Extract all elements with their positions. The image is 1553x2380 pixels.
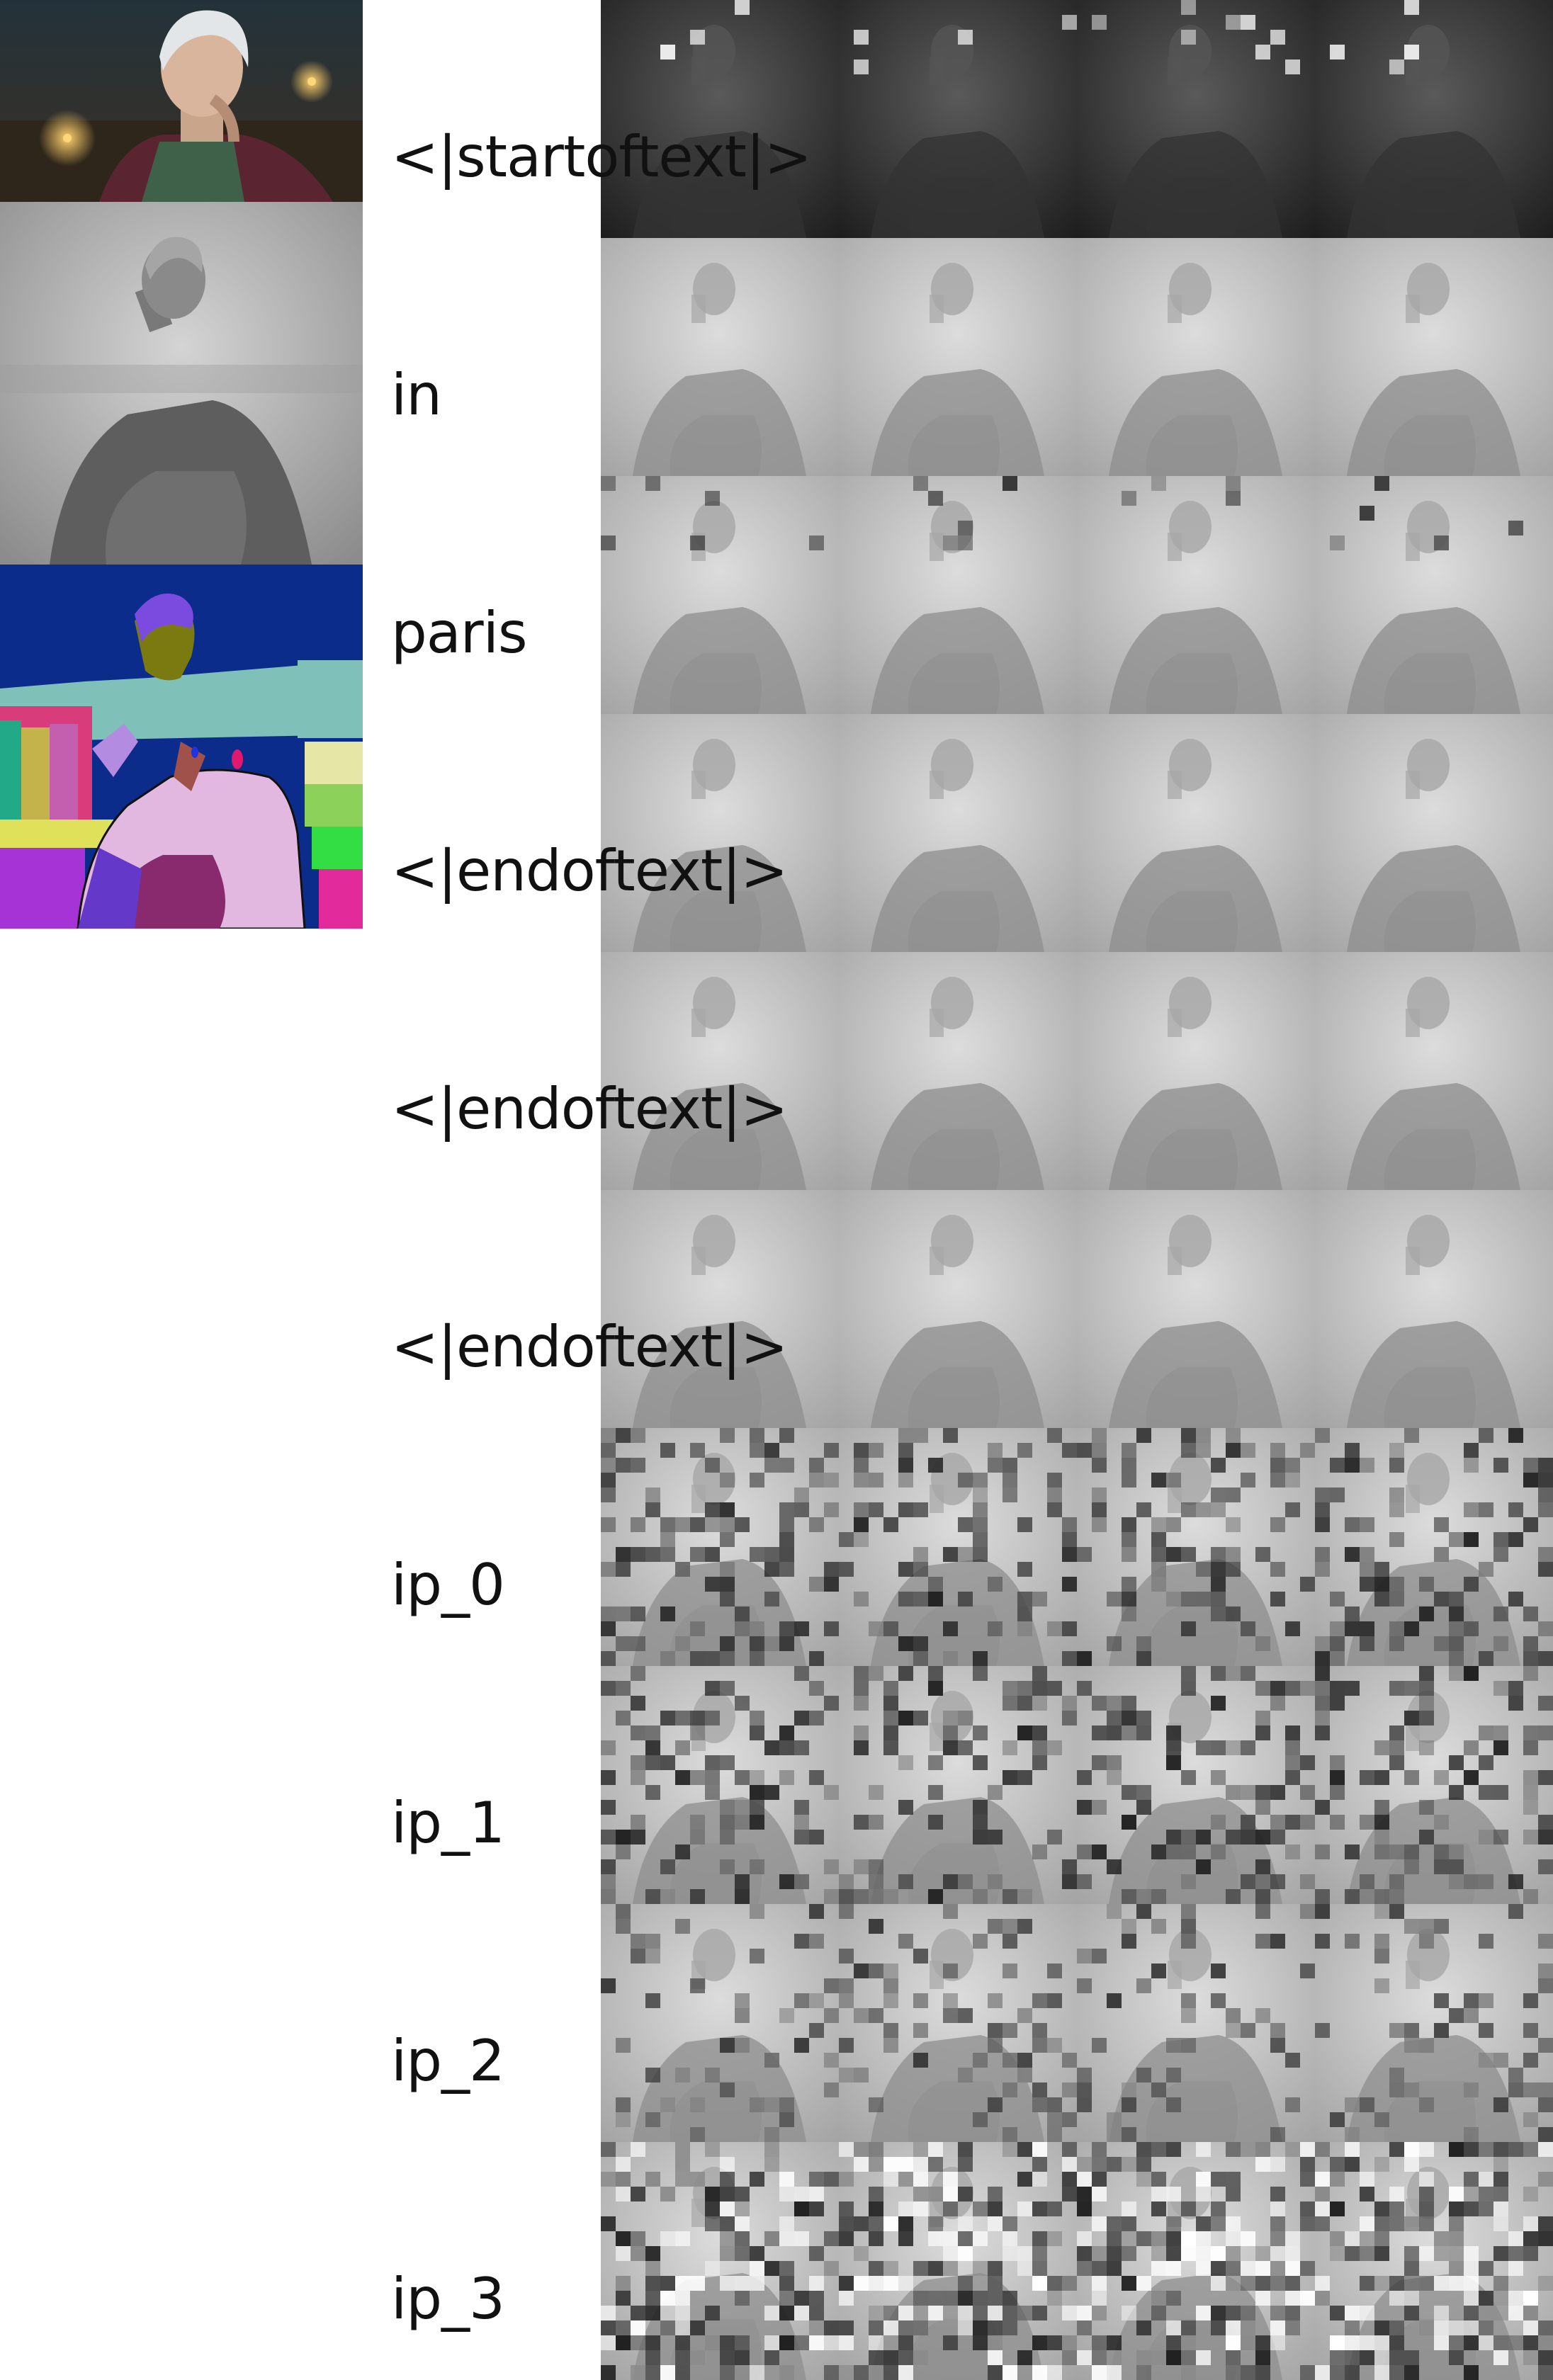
attention-row bbox=[601, 952, 1553, 1190]
attention-row bbox=[601, 238, 1553, 476]
attention-map bbox=[1315, 2142, 1553, 2380]
attention-map bbox=[839, 0, 1077, 238]
attention-map bbox=[1077, 1904, 1315, 2142]
attention-map bbox=[1315, 1904, 1553, 2142]
attention-map bbox=[1315, 1190, 1553, 1428]
attention-row bbox=[601, 1666, 1553, 1904]
attention-row bbox=[601, 476, 1553, 714]
attention-map bbox=[1315, 0, 1553, 238]
attention-map bbox=[1315, 952, 1553, 1190]
attention-map bbox=[1315, 476, 1553, 714]
attention-map bbox=[839, 1904, 1077, 2142]
token-label-endoftext-3: <|endoftext|> bbox=[391, 1314, 788, 1380]
grayscale-image bbox=[0, 202, 363, 565]
attention-row bbox=[601, 1904, 1553, 2142]
attention-row bbox=[601, 0, 1553, 238]
attention-row bbox=[601, 1428, 1553, 1666]
attention-map bbox=[1077, 1428, 1315, 1666]
attention-map bbox=[1077, 476, 1315, 714]
token-label-paris: paris bbox=[391, 600, 528, 666]
attention-map bbox=[1077, 714, 1315, 952]
token-label-ip-1: ip_1 bbox=[391, 1790, 505, 1856]
attention-map bbox=[839, 238, 1077, 476]
token-label-startoftext: <|startoftext|> bbox=[391, 124, 812, 190]
attention-map bbox=[1315, 1666, 1553, 1904]
token-label-in: in bbox=[391, 362, 442, 428]
attention-map bbox=[601, 238, 839, 476]
segmentation-map bbox=[0, 565, 363, 929]
token-label-endoftext-2: <|endoftext|> bbox=[391, 1076, 788, 1142]
token-label-ip-0: ip_0 bbox=[391, 1552, 505, 1618]
attention-map bbox=[1077, 0, 1315, 238]
attention-map bbox=[601, 1190, 839, 1428]
token-label-ip-3: ip_3 bbox=[391, 2266, 505, 2332]
attention-map bbox=[839, 1666, 1077, 1904]
attention-map bbox=[1315, 238, 1553, 476]
attention-map bbox=[601, 1428, 839, 1666]
attention-map bbox=[601, 0, 839, 238]
attention-row bbox=[601, 2142, 1553, 2380]
attention-map bbox=[839, 476, 1077, 714]
input-image bbox=[0, 0, 363, 202]
attention-map bbox=[839, 952, 1077, 1190]
attention-map bbox=[601, 714, 839, 952]
token-label-endoftext-1: <|endoftext|> bbox=[391, 838, 788, 904]
attention-map bbox=[601, 1666, 839, 1904]
attention-map bbox=[601, 1904, 839, 2142]
attention-map bbox=[601, 476, 839, 714]
token-label-ip-2: ip_2 bbox=[391, 2028, 505, 2094]
attention-row bbox=[601, 714, 1553, 952]
attention-map bbox=[1315, 714, 1553, 952]
attention-map bbox=[601, 952, 839, 1190]
attention-map bbox=[1077, 1666, 1315, 1904]
attention-map bbox=[1077, 238, 1315, 476]
attention-map bbox=[839, 714, 1077, 952]
attention-map bbox=[1315, 1428, 1553, 1666]
attention-map bbox=[839, 1190, 1077, 1428]
attention-map bbox=[1077, 1190, 1315, 1428]
attention-map bbox=[1077, 952, 1315, 1190]
attention-map bbox=[839, 2142, 1077, 2380]
attention-map bbox=[601, 2142, 839, 2380]
attention-row bbox=[601, 1190, 1553, 1428]
attention-map bbox=[839, 1428, 1077, 1666]
attention-map bbox=[1077, 2142, 1315, 2380]
